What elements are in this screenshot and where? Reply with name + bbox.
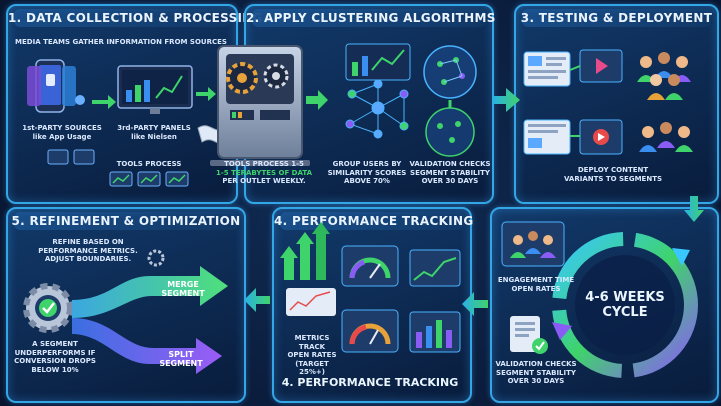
label-line: REFINE BASED ON: [52, 238, 124, 246]
label-line: A SEGMENT: [32, 340, 78, 348]
merge-segment-label: MERGE SEGMENT: [160, 280, 206, 298]
flow-arrow-icon: [244, 288, 270, 312]
validation-label: VALIDATION CHECKS SEGMENT STABILITY OVER…: [408, 160, 492, 186]
label-line: METRICS TRACK: [294, 334, 330, 351]
flow-arrow-icon: [684, 196, 704, 222]
growth-arrows-icon: [280, 222, 330, 280]
refine-label: REFINE BASED ON PERFORMANCE METRICS. ADJ…: [28, 238, 148, 264]
panel1-subtitle: MEDIA TEAMS GATHER INFORMATION FROM SOUR…: [15, 38, 227, 46]
arrow-icon: [306, 90, 328, 110]
panel-title-bar: [14, 9, 230, 27]
panel-title: 4. PERFORMANCE TRACKING: [274, 214, 474, 228]
processing-label: TOOLS PROCESS 1-5 1-5 TERABYTES OF DATA …: [210, 160, 318, 186]
label-line: PER OUTLET WEEKLY.: [222, 177, 306, 185]
cycle-ring-icon: [552, 232, 698, 378]
performance-bottom-title: 4. PERFORMANCE TRACKING: [281, 376, 459, 389]
cycle-validation-label: VALIDATION CHECKS SEGMENT STABILITY OVER…: [494, 360, 578, 386]
label-line: BELOW 10%: [31, 365, 79, 374]
label-line: CYCLE: [602, 305, 648, 320]
arrow-icon: [196, 87, 216, 101]
settings-gear-icon: [23, 249, 165, 333]
label-line: OVER 30 DAYS: [421, 177, 479, 185]
split-segment-label: SPLIT SEGMENT: [158, 350, 204, 368]
metrics-label: METRICS TRACK OPEN RATES (TARGET 25%+): [282, 334, 342, 377]
label-line: OPEN RATES: [287, 351, 337, 359]
panel-title-bar: [280, 212, 464, 230]
arrow-icon: [92, 95, 116, 109]
panel-testing-deployment: 3. TESTING & DEPLOYMENT: [514, 4, 719, 204]
processing-machine-icon: [210, 45, 310, 166]
panel-title-bar: [522, 9, 711, 27]
label-line: SEGMENT STABILITY: [410, 168, 490, 177]
panel-title-bar: [14, 212, 238, 230]
tools-process-label: TOOLS PROCESS: [116, 160, 182, 168]
bar-chart-icon: [345, 43, 411, 81]
split-path-icon: [72, 318, 222, 374]
label-line: SEGMENT STABILITY: [496, 368, 576, 377]
label-line: 4-6 WEEKS: [585, 290, 665, 305]
cycle-duration-label: 4-6 WEEKS CYCLE: [575, 290, 675, 320]
label-line: UNDERPERFORMS IF: [14, 348, 96, 357]
panel-title: 3. TESTING & DEPLOYMENT: [520, 11, 713, 25]
label-line: PERFORMANCE METRICS.: [38, 246, 138, 255]
audience-group-icon: [637, 52, 693, 152]
label-line: VARIANTS TO SEGMENTS: [563, 174, 663, 183]
label-line: VALIDATION CHECKS: [495, 360, 577, 368]
label-line: (TARGET 25%+): [295, 359, 329, 377]
label-line: SPLIT: [168, 350, 194, 359]
label-line: OPEN RATES: [511, 284, 561, 293]
monitor-chart-icon: [117, 65, 193, 114]
label-line: SEGMENT: [159, 359, 203, 368]
label-line: like App Usage: [32, 132, 92, 141]
checklist-icon: [510, 316, 548, 354]
label-line: SEGMENT: [161, 289, 205, 298]
label-line: 1-5 TERABYTES OF DATA: [215, 168, 312, 177]
content-variant-icon: [523, 49, 623, 155]
network-graph-icon: [345, 79, 409, 139]
label-line: ADJUST BOUNDARIES.: [44, 255, 132, 263]
label-line: ABOVE 70%: [344, 177, 390, 185]
first-party-label: 1st-PARTY SOURCES like App Usage: [16, 124, 108, 141]
engagement-people-icon: [501, 221, 565, 267]
panel-title: 2. APPLY CLUSTERING ALGORITHMS: [246, 11, 496, 25]
group-users-label: GROUP USERS BY SIMILARITY SCORES ABOVE 7…: [322, 160, 412, 186]
label-line: MERGE: [167, 280, 199, 289]
flow-arrow-icon: [492, 88, 520, 112]
label-line: TOOLS PROCESS 1-5: [224, 160, 304, 168]
third-party-label: 3rd-PARTY PANELS like Nielsen: [108, 124, 200, 141]
label-line: ENGAGEMENT TIME: [497, 276, 575, 284]
label-line: SIMILARITY SCORES: [327, 168, 407, 177]
gauge-icon: [341, 245, 399, 353]
label-line: GROUP USERS BY: [332, 160, 402, 168]
underperform-label: A SEGMENT UNDERPERFORMS IF CONVERSION DR…: [10, 340, 100, 374]
label-line: 1st-PARTY SOURCES: [22, 124, 102, 132]
panel-title: 1. DATA COLLECTION & PROCESSING: [8, 11, 263, 25]
panel-title: 5. REFINEMENT & OPTIMIZATION: [11, 214, 241, 228]
panel-title-bar: [252, 9, 486, 27]
tool-icons: [47, 149, 189, 187]
phone-icon: [27, 59, 85, 113]
engagement-label: ENGAGEMENT TIME OPEN RATES: [494, 276, 578, 293]
label-line: CONVERSION DROPS: [14, 357, 96, 365]
segment-cluster-icon: [423, 45, 477, 157]
label-line: DEPLOY CONTENT: [577, 166, 649, 174]
label-line: like Nielsen: [131, 132, 177, 141]
label-line: OVER 30 DAYS: [507, 377, 565, 385]
label-line: 3rd-PARTY PANELS: [117, 124, 191, 132]
label-line: VALIDATION CHECKS: [409, 160, 491, 168]
flow-arrow-icon: [462, 292, 488, 316]
line-chart-icon: [286, 249, 461, 353]
merge-path-icon: [72, 266, 228, 318]
deploy-label: DEPLOY CONTENT VARIANTS TO SEGMENTS: [548, 166, 678, 183]
